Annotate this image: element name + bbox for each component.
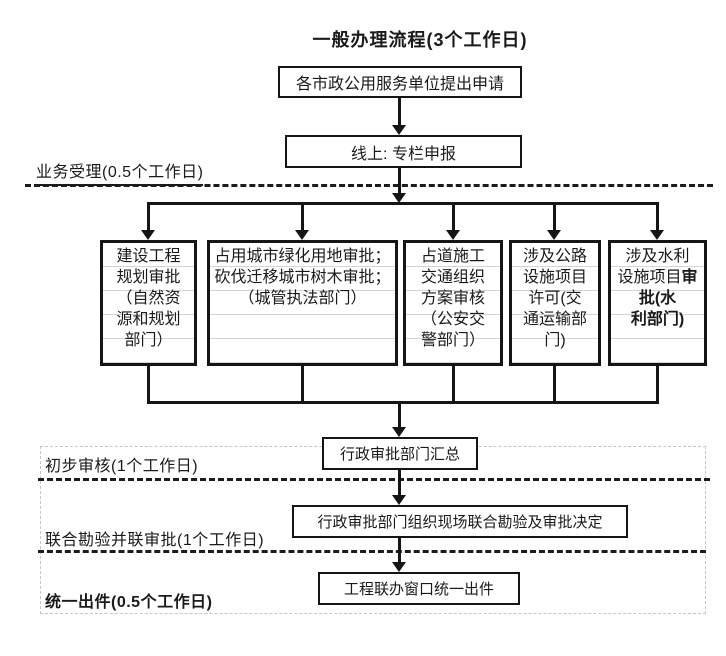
node-highway-approval: 涉及公路 设施项目 许可(交 通运输部 门) [509, 240, 601, 366]
branch-drop-3 [452, 205, 455, 232]
node-planning-approval: 建设工程 规划审批 （自然资 源和规划 部门） [100, 240, 197, 366]
stage-label-acceptance: 业务受理(0.5个工作日) [36, 158, 204, 186]
connector-apply-online [398, 97, 401, 127]
arrow-down-icon [392, 562, 406, 572]
branch-drop-5 [656, 205, 659, 232]
merge-riser-4 [553, 366, 556, 402]
arrow-down-icon [392, 427, 406, 437]
merge-riser-3 [452, 366, 455, 402]
node-unified-issue: 工程联办窗口统一出件 [318, 572, 520, 605]
merge-bar [147, 401, 659, 404]
node-water-approval: 涉及水利 设施项目审批(水 利部门) [608, 240, 707, 366]
connector-inspection-output [398, 538, 401, 564]
node-traffic-approval: 占道施工 交通组织 方案审核 （公安交 警部门） [403, 240, 503, 366]
node-water-approval-text: 涉及水利 设施项目 [617, 248, 690, 286]
node-summary: 行政审批部门汇总 [322, 437, 478, 470]
node-apply: 各市政公用服务单位提出申请 [278, 66, 522, 98]
node-online-declare: 线上: 专栏申报 [285, 135, 522, 168]
merge-riser-2 [301, 366, 304, 402]
connector-online-branchbar [398, 167, 401, 195]
stage-divider-preliminary-review [38, 478, 710, 481]
page-title: 一般办理流程(3个工作日) [312, 30, 528, 50]
node-joint-inspection: 行政审批部门组织现场联合勘验及审批决定 [292, 505, 628, 538]
merge-riser-5 [656, 366, 659, 402]
branch-bar [147, 202, 659, 205]
arrow-down-icon [392, 193, 406, 203]
branch-drop-1 [147, 205, 150, 232]
arrow-down-icon [295, 230, 309, 240]
arrow-down-icon [392, 125, 406, 135]
arrow-down-icon [650, 230, 664, 240]
arrow-down-icon [141, 230, 155, 240]
connector-merge-summary [398, 404, 401, 428]
merge-riser-1 [147, 366, 150, 402]
branch-drop-4 [553, 205, 556, 232]
arrow-down-icon [392, 495, 406, 505]
arrow-down-icon [547, 230, 561, 240]
node-water-approval-bold-text: 审批(水 利部门) [630, 269, 698, 328]
stage-divider-joint-inspection [38, 550, 706, 553]
arrow-down-icon [446, 230, 460, 240]
connector-summary-inspection [398, 470, 401, 497]
stage-label-unified-issue: 统一出件(0.5个工作日) [45, 594, 213, 611]
branch-drop-2 [301, 205, 304, 232]
stage-label-preliminary-review: 初步审核(1个工作日) [45, 458, 199, 475]
stage-divider-acceptance [25, 184, 713, 187]
node-greening-approval: 占用城市绿化用地审批； 砍伐迁移城市树木审批； （城管执法部门） [207, 240, 398, 366]
stage-label-joint-inspection: 联合勘验并联审批(1个工作日) [45, 532, 265, 549]
